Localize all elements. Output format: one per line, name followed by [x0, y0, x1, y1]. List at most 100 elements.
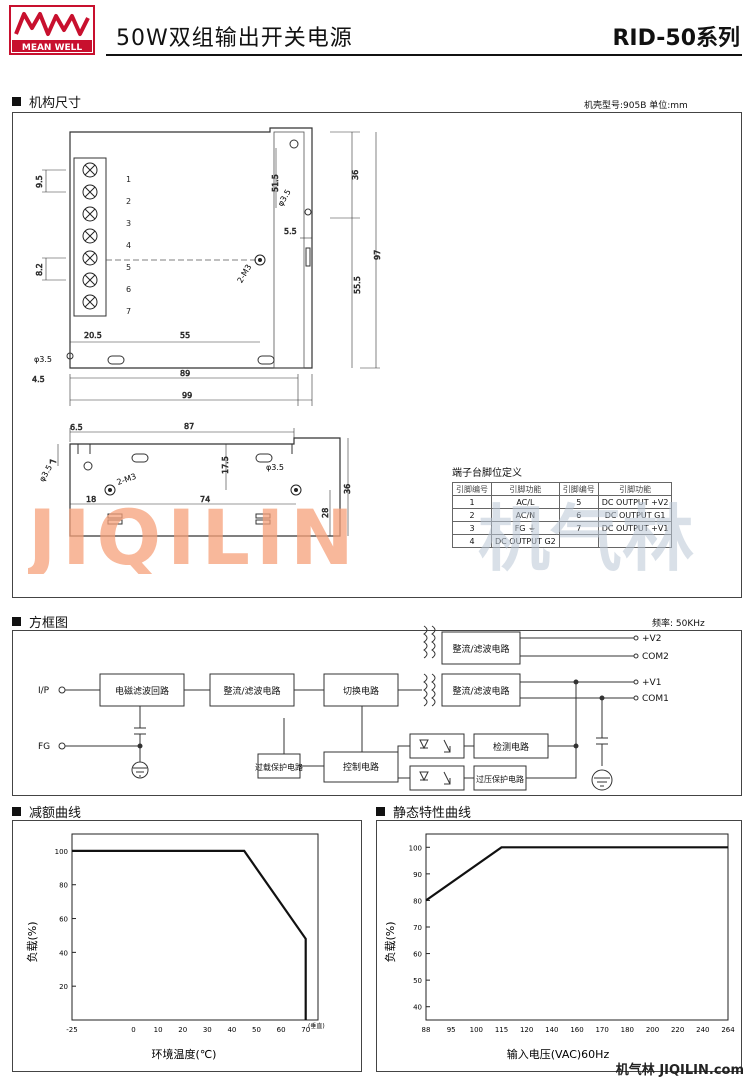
- dim-8-2: 8.2: [35, 263, 44, 276]
- block-emi: 电磁滤波回路: [115, 685, 169, 697]
- block-olp: 过载保护电路: [255, 762, 303, 772]
- x-tick-label: 95: [447, 1026, 456, 1034]
- plot-area: [425, 833, 729, 1021]
- header-divider: [106, 54, 742, 56]
- x-tick-label: 160: [570, 1026, 583, 1034]
- brand-text: MEAN WELL: [22, 43, 83, 53]
- section-mech-label: 机构尺寸: [29, 96, 82, 111]
- block-ovp: 过压保护电路: [476, 774, 524, 784]
- block-switch: 切换电路: [343, 685, 379, 697]
- section-bullet-icon: [12, 97, 21, 106]
- x-tick-label: 88: [422, 1026, 431, 1034]
- dim-99: 99: [182, 391, 192, 400]
- block-rect1: 整流/滤波电路: [223, 685, 280, 697]
- y-tick-label: 100: [55, 848, 68, 856]
- case-note: 机壳型号:905B 单位:mm: [584, 101, 688, 111]
- side-dim-7: 7: [49, 459, 58, 464]
- dim-51-5: 51.5: [271, 174, 280, 192]
- x-tick-label: 115: [495, 1026, 508, 1034]
- x-tick-label: 0: [131, 1026, 135, 1034]
- side-dim-18: 18: [86, 495, 96, 504]
- side-dim-28: 28: [321, 508, 330, 518]
- section-block-label: 方框图: [29, 616, 69, 631]
- pin-table-header-cell: 引脚编号: [452, 482, 492, 496]
- static-ylabel: 负载(%): [383, 921, 397, 962]
- mech-frame: [12, 112, 742, 598]
- derating-ylabel: 负载(%): [25, 921, 39, 962]
- pin-7: 7: [126, 307, 131, 316]
- terminal-screws: [82, 162, 98, 310]
- block-rect-v2: 整流/滤波电路: [452, 643, 509, 655]
- side-dim-74: 74: [200, 495, 210, 504]
- y-tick-label: 50: [413, 977, 422, 985]
- section-derating-title: 减额曲线: [12, 802, 81, 821]
- dim-97: 97: [373, 250, 382, 260]
- static-frame: [376, 820, 742, 1072]
- derating-x-note: (垂直): [308, 1022, 325, 1030]
- label-ip: I/P: [38, 686, 50, 696]
- x-tick-label: -25: [66, 1026, 77, 1034]
- footer-site-cjk: 机气林: [615, 1063, 655, 1078]
- dim-55-5: 55.5: [353, 276, 362, 294]
- y-tick-label: 70: [413, 924, 422, 932]
- doc-title: 50W双组输出开关电源: [116, 26, 353, 51]
- pin-5: 5: [126, 263, 131, 272]
- top-view-drawing: 1 2 3 4 5 6 7 2-M3 9.5 8.2 51.5 36 97 55…: [32, 127, 382, 406]
- y-tick-label: 60: [59, 916, 68, 924]
- pin-table-title: 端子台脚位定义: [452, 468, 522, 479]
- side-dim-17-5: 17.5: [221, 456, 230, 474]
- top-screw-label: 2-M3: [236, 263, 254, 285]
- top-hole-a: φ3.5: [34, 355, 52, 364]
- section-derating-label: 减额曲线: [29, 806, 82, 821]
- freq-note: 频率: 50KHz: [652, 619, 705, 629]
- derating-frame: [12, 820, 362, 1072]
- y-tick-label: 100: [409, 844, 422, 852]
- side-view-outline: [69, 437, 341, 537]
- dim-9-5: 9.5: [35, 175, 44, 188]
- derating-series-line: [72, 849, 307, 1020]
- x-tick-label: 200: [646, 1026, 659, 1034]
- side-dim-36: 36: [343, 484, 352, 494]
- static-series-line: [425, 846, 728, 902]
- y-tick-label: 20: [59, 983, 68, 991]
- plot-area: [71, 833, 319, 1021]
- series-title: RID-50系列: [612, 26, 740, 51]
- block-control: 控制电路: [343, 761, 379, 773]
- x-tick-label: 40: [227, 1026, 236, 1034]
- optocoupler-icon: [419, 739, 451, 785]
- dim-89: 89: [180, 369, 190, 378]
- pin-1: 1: [126, 175, 131, 184]
- block-detect: 检测电路: [493, 741, 529, 753]
- side-view-drawing: 6.5 87 7 17.5 28 36 18 74 φ3.5 2-M3 φ3.5: [37, 422, 352, 537]
- y-tick-label: 80: [413, 897, 422, 905]
- section-static-label: 静态特性曲线: [393, 806, 472, 821]
- y-tick-label: 80: [59, 882, 68, 890]
- pin-2: 2: [126, 197, 131, 206]
- side-dim-6-5: 6.5: [70, 423, 83, 432]
- x-tick-label: 264: [721, 1026, 735, 1034]
- top-view-outline: [69, 127, 313, 369]
- section-mech-title: 机构尺寸: [12, 92, 81, 111]
- pin-table-header-cell: 引脚功能: [597, 482, 673, 496]
- pin-6: 6: [126, 285, 131, 294]
- y-tick-label: 90: [413, 871, 422, 879]
- section-bullet-icon: [376, 807, 385, 816]
- section-block-title: 方框图: [12, 612, 68, 631]
- x-tick-label: 120: [520, 1026, 533, 1034]
- x-tick-label: 100: [470, 1026, 483, 1034]
- x-tick-label: 70: [301, 1026, 310, 1034]
- label-com2: COM2: [642, 652, 669, 662]
- side-hole-b: φ3.5: [266, 463, 284, 472]
- side-screw: 2-M3: [116, 472, 138, 487]
- x-tick-label: 220: [671, 1026, 684, 1034]
- block-rect-v1: 整流/滤波电路: [452, 685, 509, 697]
- x-tick-label: 30: [203, 1026, 212, 1034]
- y-tick-label: 60: [413, 951, 422, 959]
- side-dim-87: 87: [184, 422, 194, 431]
- dim-4-5: 4.5: [32, 375, 45, 384]
